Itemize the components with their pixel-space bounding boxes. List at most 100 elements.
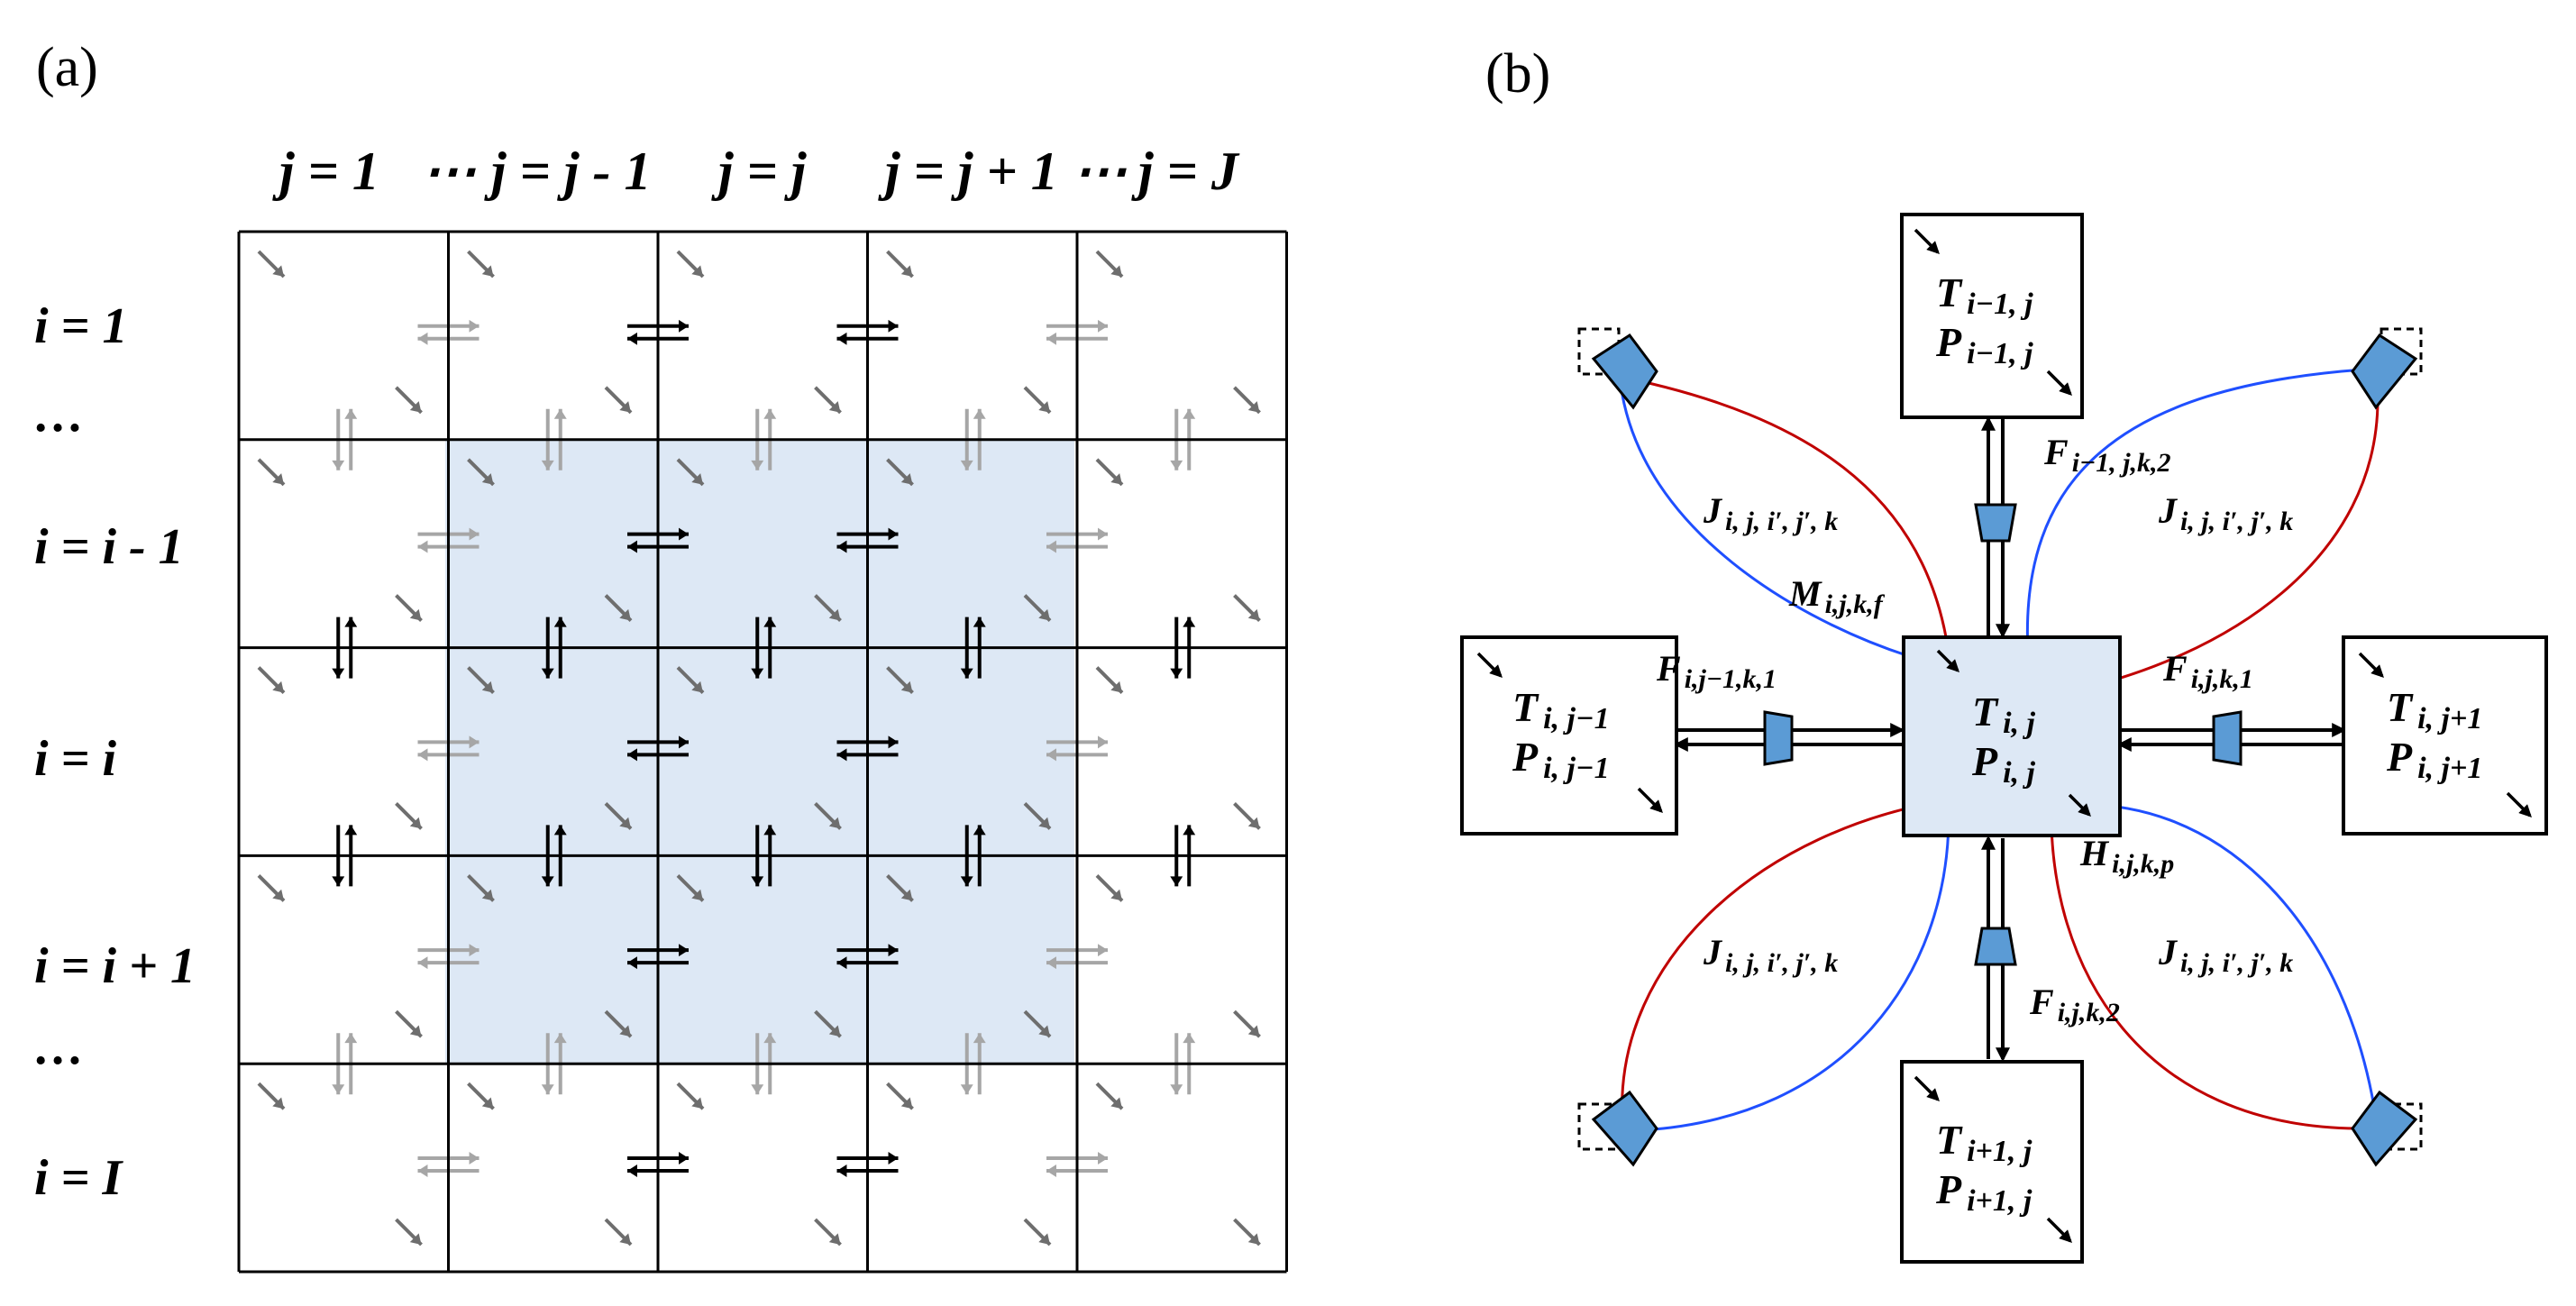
node-top-arrow-out bbox=[2046, 370, 2072, 396]
cell-diagonal-arrow-in bbox=[676, 458, 705, 487]
cell-diagonal-arrow-out bbox=[604, 801, 633, 830]
compressor-right bbox=[2212, 710, 2243, 766]
cell-diagonal-arrow-out bbox=[395, 386, 423, 415]
panel-b-label: (b) bbox=[1485, 43, 1550, 105]
compressor-bottom bbox=[1974, 927, 2017, 966]
row-label-ellipsis-2: … bbox=[34, 1019, 85, 1075]
cell-diagonal-arrow-in bbox=[676, 666, 705, 695]
cell-diagonal-arrow-out bbox=[604, 1218, 633, 1247]
cell-diagonal-arrow-in bbox=[257, 873, 286, 902]
dashed-box-bottom-left bbox=[1577, 1102, 1621, 1151]
node-corner-arrows bbox=[1476, 228, 2532, 1243]
node-left-arrow-in bbox=[1476, 652, 1503, 678]
blue-flow-bottom-left bbox=[1641, 819, 1950, 1132]
corner-units bbox=[1577, 327, 2423, 1167]
row-label-ellipsis-1: … bbox=[34, 387, 85, 443]
cell-diagonal-arrow-in bbox=[467, 250, 495, 279]
cell-diagonal-arrow-in bbox=[1095, 666, 1124, 695]
dashed-box-top-left bbox=[1577, 327, 1621, 376]
cell-diagonal-arrow-out bbox=[1023, 1009, 1052, 1038]
cell-diagonal-arrow-in bbox=[886, 666, 914, 695]
cell-diagonal-arrow-out bbox=[1233, 594, 1261, 623]
red-flow-bottom-right bbox=[2044, 796, 2358, 1130]
grid-lines bbox=[237, 230, 1288, 1274]
node-center-arrow-out bbox=[2068, 793, 2091, 817]
cell-diagonal-arrow-in bbox=[886, 1082, 914, 1110]
cell-diagonal-arrow-out bbox=[604, 386, 633, 415]
node-right-arrow-in bbox=[2358, 652, 2384, 678]
cell-diagonal-arrow-out bbox=[604, 1009, 633, 1038]
column-headers: j = 1 ⋯ j = j - 1 j = j j = j + 1 ⋯ j = … bbox=[272, 142, 1240, 201]
cell-diagonal-arrow-out bbox=[604, 594, 633, 623]
cell-diagonal-arrow-out bbox=[1023, 1218, 1052, 1247]
compressor-left bbox=[1763, 710, 1794, 766]
cell-diagonal-arrow-in bbox=[676, 873, 705, 902]
cell-diagonal-arrow-out bbox=[1023, 594, 1052, 623]
node-left bbox=[1460, 635, 1678, 836]
exchange-curves bbox=[1605, 368, 2380, 1132]
cell-diagonal-arrow-in bbox=[886, 250, 914, 279]
cell-diagonal-arrow-in bbox=[257, 458, 286, 487]
node-top-arrow-in bbox=[1914, 228, 1940, 254]
col-header-last: j = J bbox=[1131, 142, 1240, 201]
panel-b: (b) bbox=[1460, 43, 2548, 1264]
corner-compressor-bottom-left bbox=[1591, 1090, 1658, 1167]
row-label-current: i = i bbox=[34, 731, 116, 787]
cell-diagonal-arrow-in bbox=[257, 250, 286, 279]
corner-compressor-bottom-right bbox=[2351, 1090, 2418, 1167]
corner-compressor-top-left bbox=[1591, 333, 1658, 410]
red-flow-top-right bbox=[2063, 396, 2380, 697]
cell-diagonal-arrow-in bbox=[467, 873, 495, 902]
cell-diagonal-arrow-in bbox=[257, 666, 286, 695]
cell-diagonal-arrow-out bbox=[395, 1218, 423, 1247]
cell-diagonal-arrow-out bbox=[814, 1009, 842, 1038]
node-center bbox=[1902, 635, 2122, 837]
cell-diagonal-arrow-in bbox=[467, 1082, 495, 1110]
cell-diagonal-arrow-out bbox=[814, 801, 842, 830]
panel-a: (a) j = 1 ⋯ j = j - 1 j = j j = j + 1 ⋯ … bbox=[34, 37, 1288, 1274]
cell-diagonal-arrow-in bbox=[1095, 1082, 1124, 1110]
cell-diagonal-arrow-out bbox=[395, 801, 423, 830]
cell-diagonal-arrow-in bbox=[1095, 458, 1124, 487]
red-flow-top-left bbox=[1605, 372, 1958, 680]
cell-diagonal-arrow-in bbox=[886, 458, 914, 487]
cell-diagonal-arrow-out bbox=[1233, 1009, 1261, 1038]
cell-diagonal-arrow-out bbox=[395, 594, 423, 623]
red-flow-bottom-left bbox=[1621, 795, 1950, 1122]
cell-diagonal-arrow-out bbox=[814, 594, 842, 623]
node-left-arrow-out bbox=[1637, 787, 1663, 813]
col-header-next: j = j + 1 bbox=[878, 142, 1058, 201]
cell-diagonal-arrow-out bbox=[395, 1009, 423, 1038]
row-label-last: i = I bbox=[34, 1150, 123, 1206]
cell-diagonal-arrow-out bbox=[814, 1218, 842, 1247]
compressors bbox=[1763, 503, 2243, 966]
col-header-ellipsis-2: ⋯ bbox=[1073, 142, 1127, 201]
highlight-region bbox=[445, 439, 1074, 1064]
cell-diagonal-arrow-out bbox=[1023, 386, 1052, 415]
blue-flow-top-right bbox=[2025, 368, 2364, 654]
node-center-arrow-in bbox=[1936, 649, 1959, 672]
cell-diagonal-arrow-in bbox=[886, 873, 914, 902]
cell-diagonal-arrow-in bbox=[676, 1082, 705, 1110]
cell-diagonal-arrow-out bbox=[814, 386, 842, 415]
corner-compressor-top-right bbox=[2351, 333, 2418, 410]
cell-diagonal-arrow-out bbox=[1023, 801, 1052, 830]
cell-diagonal-arrow-out bbox=[1233, 386, 1261, 415]
compressor-top bbox=[1974, 503, 2017, 543]
